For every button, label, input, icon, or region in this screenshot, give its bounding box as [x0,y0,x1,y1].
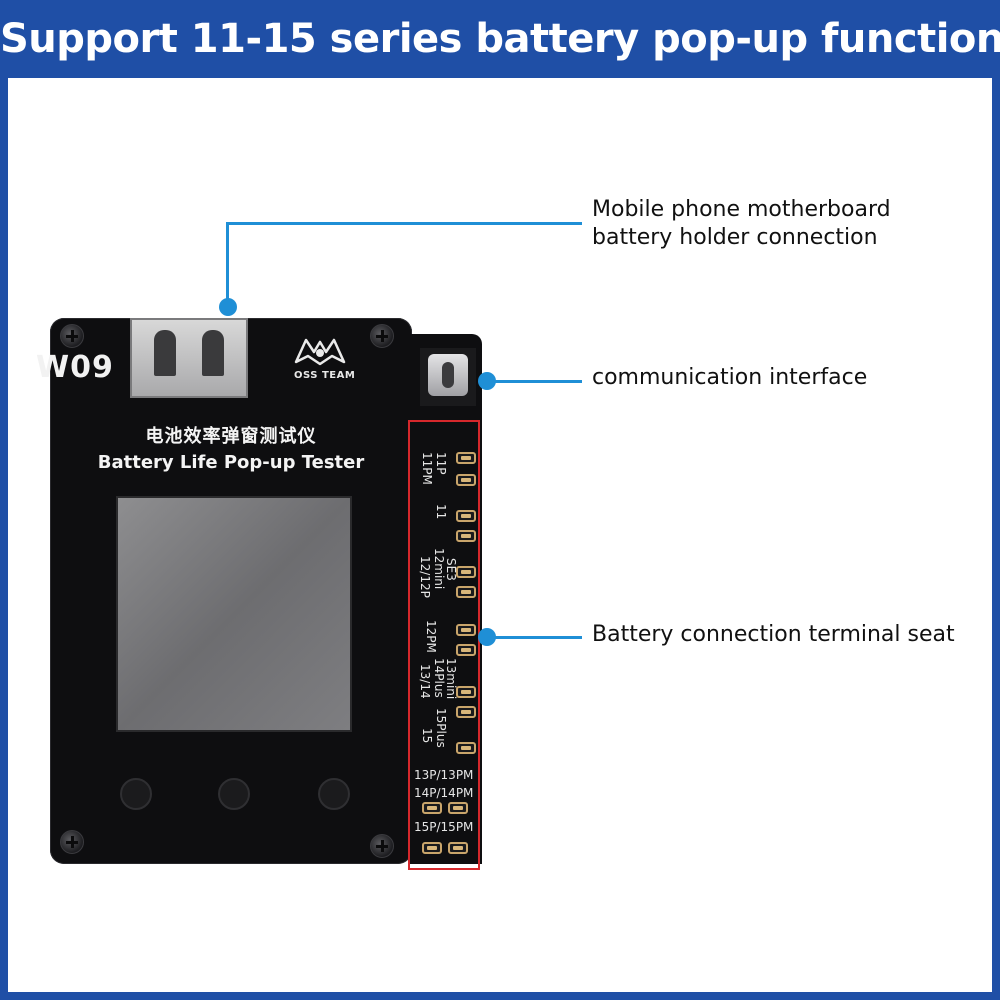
terminal-strip [410,414,482,864]
battery-pad-icon [456,742,476,754]
terminal-label: 13P/13PM [414,768,474,782]
battery-pad-icon [456,452,476,464]
device-name-cn: 电池效率弹窗测试仪 [145,426,317,447]
battery-pad-icon [448,842,468,854]
callout-battery-holder-line1: Mobile phone motherboard [592,197,891,222]
battery-pad-icon [456,644,476,656]
terminal-label: 14P/14PM [414,786,474,800]
screw-icon [60,324,84,348]
brand-label: OSS TEAM [294,370,356,381]
model-label: W09 [36,350,114,385]
callout-dot [478,628,496,646]
battery-pad-icon [456,706,476,718]
lcd-screen [116,496,352,732]
battery-pad-icon [422,842,442,854]
battery-pad-icon [456,530,476,542]
callout-dot [478,372,496,390]
battery-pad-icon [456,510,476,522]
communication-interface [420,348,476,406]
callout-communication: communication interface [592,365,868,390]
device-button-left[interactable] [120,778,152,810]
device-name-en: Battery Life Pop-up Tester [97,452,365,473]
screw-icon [370,324,394,348]
callout-battery-holder-line2: battery holder connection [592,225,878,250]
callout-dot [219,298,237,316]
callout-terminal-seat: Battery connection terminal seat [592,622,955,647]
type-c-port-icon [428,354,468,396]
battery-pad-icon [456,474,476,486]
battery-pad-icon [456,566,476,578]
terminal-label: 15P/15PM [414,820,474,834]
page-title: Support 11-15 series battery pop-up func… [0,0,1000,78]
battery-pad-icon [456,586,476,598]
battery-pad-icon [456,624,476,636]
usb-port-icon [130,318,248,398]
device-button-right[interactable] [318,778,350,810]
oss-team-logo-icon [294,338,346,366]
callout-line [226,222,582,225]
callout-line [488,380,582,383]
battery-pad-icon [456,686,476,698]
device-button-middle[interactable] [218,778,250,810]
battery-pad-icon [422,802,442,814]
battery-pad-icon [448,802,468,814]
terminal-seat-highlight [408,420,480,870]
callout-line [226,222,229,306]
screw-icon [370,834,394,858]
callout-line [488,636,582,639]
product-canvas: W09 OSS TEAM 电池效率弹窗测试仪 Battery Life Pop-… [8,78,992,992]
screw-icon [60,830,84,854]
